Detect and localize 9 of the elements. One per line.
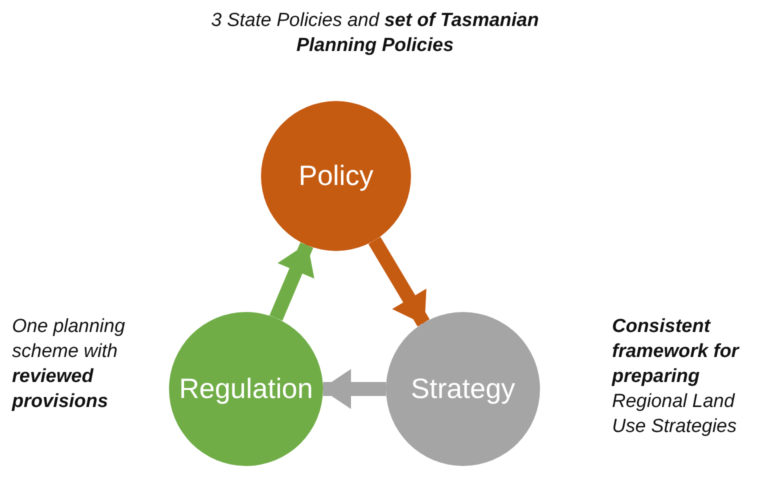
- description-text: 3 State Policies and set of Tasmanian Planning Policies: [210, 9, 540, 58]
- block-arrow: [368, 236, 430, 326]
- description-text: Consistent framework for preparing Regional Land Use Strategies: [612, 315, 740, 439]
- node-label: Strategy: [410, 373, 516, 405]
- block-arrow: [321, 369, 386, 409]
- node-label: Policy: [298, 160, 374, 192]
- description-text: One planning scheme with reviewed provisions: [12, 315, 126, 414]
- node-label: Regulation: [179, 373, 313, 405]
- block-arrow: [270, 242, 314, 321]
